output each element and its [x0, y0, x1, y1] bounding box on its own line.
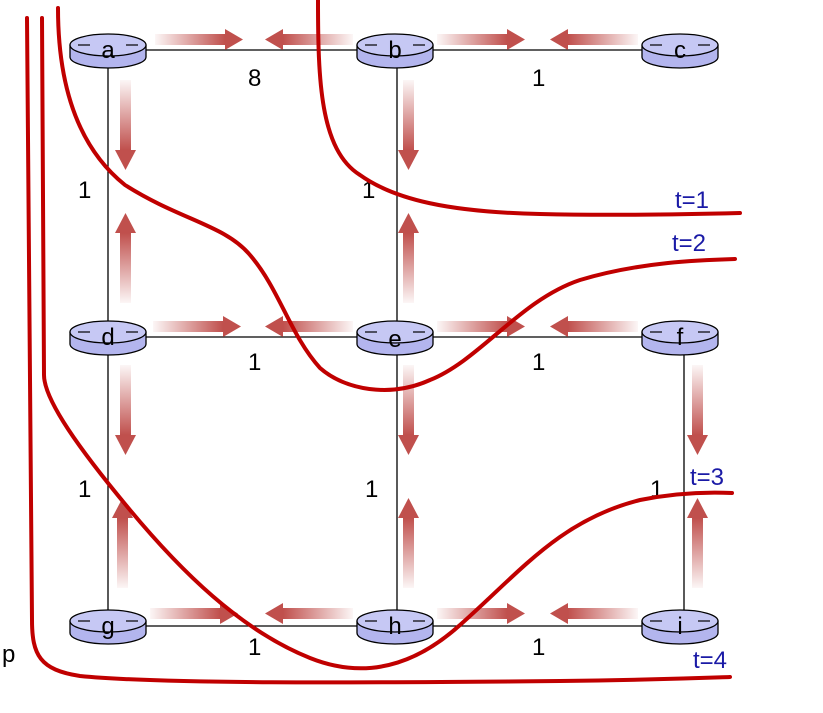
arrow-i-to-h [550, 603, 638, 624]
router-label-a: a [101, 37, 115, 64]
arrow-c-to-b [550, 29, 638, 50]
arrow-f-to-i [687, 365, 708, 455]
router-label-b: b [388, 37, 401, 64]
timeline-label-t4: t=4 [693, 647, 727, 674]
router-label-f: f [677, 324, 684, 351]
router-label-c: c [674, 37, 686, 64]
arrow-g-to-d [112, 498, 133, 588]
link-costs: 8 1 1 1 1 1 1 1 1 1 1 [78, 65, 663, 661]
cost-h-i: 1 [532, 634, 545, 661]
arrow-h-to-g [265, 603, 353, 624]
router-d: d [69, 320, 147, 356]
routers: a b c d e [69, 33, 719, 645]
router-label-i: i [677, 613, 682, 640]
cost-e-f: 1 [532, 349, 545, 376]
arrow-i-to-f [687, 498, 708, 588]
arrow-d-to-e [153, 316, 241, 337]
timeline-curve-t2 [56, 6, 737, 392]
timeline-curve-t1 [316, 0, 742, 217]
timeline-label-t1: t=1 [675, 187, 709, 214]
router-f: f [641, 320, 719, 356]
router-h: h [356, 609, 434, 645]
cost-e-h: 1 [365, 476, 378, 503]
timeline-curve-t4 [25, 16, 732, 685]
timeline-labels: t=1 t=2 t=3 t=4 [672, 187, 727, 674]
timeline-curve-t3 [40, 16, 734, 671]
side-label-p: p [2, 641, 15, 668]
router-i: i [641, 609, 719, 645]
arrow-e-to-d [265, 316, 353, 337]
arrow-e-to-h [398, 365, 419, 455]
arrow-e-to-b [398, 213, 419, 303]
cost-a-d: 1 [78, 177, 91, 204]
router-label-g: g [101, 613, 114, 640]
arrow-a-to-d [115, 80, 136, 170]
cost-d-g: 1 [78, 476, 91, 503]
timeline-label-t2: t=2 [672, 230, 706, 257]
timeline-label-t3: t=3 [690, 464, 724, 491]
cost-b-c: 1 [532, 65, 545, 92]
router-e: e [356, 320, 434, 356]
router-a: a [69, 33, 147, 69]
arrow-d-to-g [115, 365, 136, 455]
arrow-b-to-e [398, 80, 419, 170]
router-label-e: e [388, 326, 401, 353]
arrow-a-to-b [155, 29, 243, 50]
router-label-d: d [101, 324, 114, 351]
arrow-d-to-a [115, 213, 136, 303]
arrow-b-to-c [437, 29, 525, 50]
arrow-h-to-e [398, 498, 419, 588]
router-c: c [641, 33, 719, 69]
cost-g-h: 1 [248, 634, 261, 661]
arrow-b-to-a [265, 29, 353, 50]
router-label-h: h [388, 613, 401, 640]
router-g: g [69, 609, 147, 645]
timeline-curves [25, 0, 742, 685]
arrow-f-to-e [550, 316, 638, 337]
cost-a-b: 8 [248, 65, 261, 92]
cost-d-e: 1 [248, 349, 261, 376]
router-b: b [356, 33, 434, 69]
